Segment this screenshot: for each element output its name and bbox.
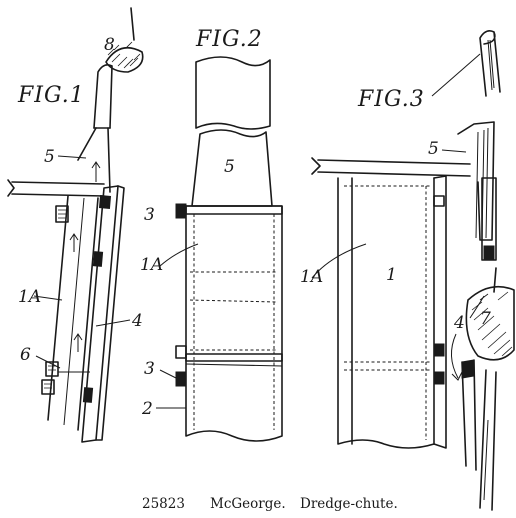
chute-upper-fig2 [191, 129, 273, 207]
label-5-fig3: 5 [428, 139, 439, 159]
chute-top-fig1 [93, 64, 113, 129]
figure-2: FIG.2 5 3 1A 3 2 [140, 27, 283, 442]
label-7: 7 [480, 309, 491, 329]
figure-3: FIG.3 5 1 1A 7 [300, 30, 515, 511]
caption-title: Dredge-chute. [300, 496, 398, 512]
caption: 25823 McGeorge. Dredge-chute. [142, 496, 398, 512]
label-4-fig3: 4 [453, 313, 465, 333]
label-5-fig2: 5 [224, 157, 235, 177]
caption-number: 25823 [142, 496, 185, 512]
bank-7-fig3: 7 [465, 267, 515, 361]
label-1: 1 [386, 265, 397, 285]
label-8: 8 [104, 35, 115, 55]
label-3-bottom: 3 [144, 359, 155, 379]
label-1a-fig2: 1A [140, 255, 163, 275]
chute-body-fig2 [185, 205, 283, 442]
fig3-title: FIG.3 [357, 87, 425, 112]
chute-lower-fig3 [461, 359, 477, 471]
pipe-fig1 [11, 181, 105, 197]
caption-inventor: McGeorge. [210, 496, 286, 512]
chute-body-fig3 [337, 177, 435, 449]
fig1-title: FIG.1 [17, 83, 85, 108]
fig2-title: FIG.2 [195, 27, 263, 52]
label-4-fig1: 4 [131, 311, 143, 331]
bank-8-fig1: 8 [104, 7, 144, 73]
label-5-fig1: 5 [44, 147, 55, 167]
label-3-top: 3 [144, 205, 155, 225]
pipe-fig3 [317, 159, 471, 177]
chute-upper-fig3 [457, 121, 495, 241]
clamp-fig1-top [55, 205, 69, 223]
chute-body-fig1 [47, 195, 99, 431]
label-1a-fig1: 1A [18, 287, 41, 307]
label-2: 2 [141, 399, 153, 419]
label-6: 6 [20, 345, 31, 365]
figure-1: FIG.1 8 5 [7, 7, 144, 443]
chute-top-fig2 [195, 56, 271, 130]
